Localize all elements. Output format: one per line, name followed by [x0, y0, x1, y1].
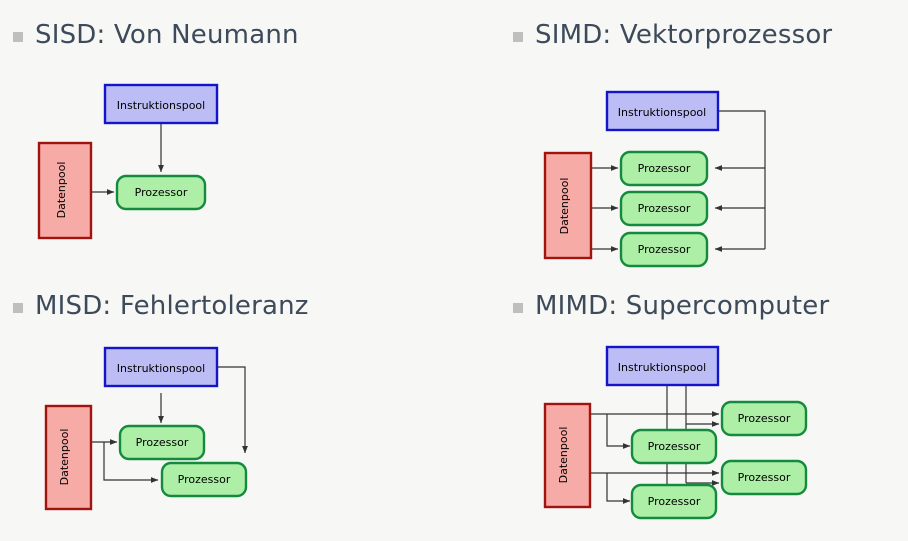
node-instruction-pool-label: Instruktionspool: [618, 361, 706, 374]
bullet-square-icon: [513, 303, 523, 313]
node-processor-left-2-label: Prozessor: [648, 495, 701, 508]
node-processor-1: Prozessor: [118, 424, 206, 461]
heading-simd-label: SIMD: Vektorprozessor: [535, 20, 833, 50]
node-processor-label: Prozessor: [135, 186, 188, 199]
quadrant-misd: MISD: Fehlertoleranz Instruktionspool Da…: [0, 271, 454, 541]
connector-data-to-left-processor-2: [606, 473, 631, 504]
quadrant-simd: SIMD: Vektorprozessor Instruktionspool D…: [454, 0, 908, 270]
bullet-square-icon: [13, 32, 23, 42]
heading-misd: MISD: Fehlertoleranz: [13, 293, 309, 319]
node-data-pool: Datenpool: [543, 151, 593, 260]
heading-mimd: MIMD: Supercomputer: [513, 293, 829, 319]
node-processor-2-label: Prozessor: [638, 202, 691, 215]
node-data-pool: Datenpool: [44, 404, 93, 511]
bullet-square-icon: [513, 32, 523, 42]
node-processor-1-label: Prozessor: [638, 162, 691, 175]
node-instruction-pool-label: Instruktionspool: [117, 99, 205, 112]
diagram-sisd: Instruktionspool Datenpool Prozessor: [37, 83, 219, 240]
heading-simd: SIMD: Vektorprozessor: [513, 22, 832, 48]
node-processor-right-2: Prozessor: [720, 459, 808, 496]
node-processor-2-label: Prozessor: [178, 473, 231, 486]
bullet-square-icon: [13, 303, 23, 313]
node-data-pool-label: Datenpool: [558, 178, 571, 235]
connector-data-to-left-processor-1: [606, 414, 631, 449]
heading-sisd-label: SISD: Von Neumann: [35, 20, 299, 50]
quadrant-sisd: SISD: Von Neumann Instruktionspool Daten…: [0, 0, 454, 270]
connector-data-to-processor-2: [103, 442, 159, 483]
heading-misd-label: MISD: Fehlertoleranz: [35, 291, 309, 321]
node-instruction-pool-label: Instruktionspool: [117, 362, 205, 375]
heading-mimd-label: MIMD: Supercomputer: [535, 291, 830, 321]
node-processor-right-2-label: Prozessor: [738, 471, 791, 484]
node-processor-left-1: Prozessor: [630, 428, 718, 465]
node-instruction-pool: Instruktionspool: [103, 83, 219, 125]
node-processor-left-2: Prozessor: [630, 483, 718, 520]
node-data-pool: Datenpool: [37, 141, 93, 240]
connector-instruction-bus: [718, 110, 766, 249]
node-data-pool-label: Datenpool: [55, 162, 68, 219]
node-instruction-pool: Instruktionspool: [605, 345, 720, 387]
node-instruction-pool: Instruktionspool: [605, 90, 720, 132]
node-processor-1: Prozessor: [619, 150, 709, 187]
diagram-misd: Instruktionspool Datenpool Prozessor Pro…: [44, 346, 248, 511]
node-data-pool: Datenpool: [543, 402, 592, 509]
node-processor-3-label: Prozessor: [638, 243, 691, 256]
node-processor-2: Prozessor: [160, 461, 248, 498]
node-processor-3: Prozessor: [619, 231, 709, 268]
connector-instruction-to-processor-2: [217, 366, 248, 454]
node-processor-left-1-label: Prozessor: [648, 440, 701, 453]
node-instruction-pool-label: Instruktionspool: [618, 106, 706, 119]
node-processor-right-1: Prozessor: [720, 400, 808, 437]
quadrant-mimd: MIMD: Supercomputer Instruktionspool: [454, 271, 908, 541]
node-instruction-pool: Instruktionspool: [103, 346, 219, 388]
node-data-pool-label: Datenpool: [58, 429, 71, 486]
diagram-mimd: Instruktionspool Datenpool Prozessor Pro…: [543, 345, 808, 520]
diagram-simd: Instruktionspool Datenpool Prozessor Pro…: [543, 90, 766, 268]
node-processor-right-1-label: Prozessor: [738, 412, 791, 425]
node-processor-1-label: Prozessor: [136, 436, 189, 449]
node-processor: Prozessor: [115, 174, 207, 211]
node-processor-2: Prozessor: [619, 190, 709, 227]
node-data-pool-label: Datenpool: [557, 427, 570, 484]
heading-sisd: SISD: Von Neumann: [13, 22, 299, 48]
